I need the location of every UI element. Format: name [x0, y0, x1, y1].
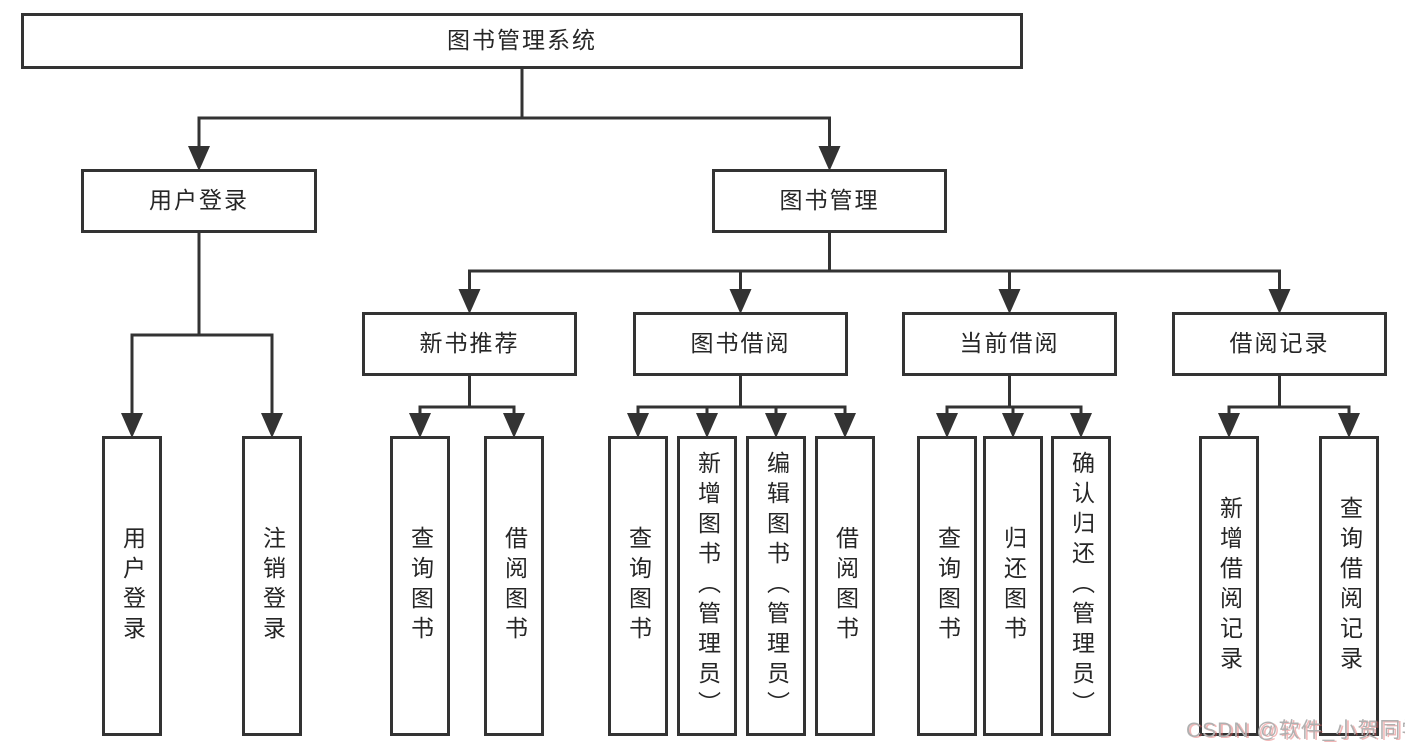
arrowhead-icon [936, 413, 958, 438]
node-label: 新书推荐 [419, 330, 520, 357]
diagram-node-bor-add: 新增图书（管理员） [677, 436, 737, 736]
node-label: 当前借阅 [959, 330, 1060, 357]
arrowhead-icon [1218, 413, 1240, 438]
arrowhead-icon [1002, 413, 1024, 438]
diagram-node-login-leaf: 用户登录 [102, 436, 162, 736]
node-label: 借阅记录 [1229, 330, 1330, 357]
node-label: 借阅图书 [501, 526, 528, 646]
node-label: 图书管理 [779, 187, 880, 214]
diagram-node-rec: 新书推荐 [362, 312, 577, 376]
node-label: 确认归还（管理员） [1068, 451, 1095, 721]
diagram-node-rec-query: 查询图书 [390, 436, 450, 736]
arrowhead-icon [998, 289, 1021, 314]
arrowhead-icon [1070, 413, 1092, 438]
diagram-node-rrec-add: 新增借阅记录 [1199, 436, 1259, 736]
arrowhead-icon [261, 413, 283, 438]
diagram-node-current: 当前借阅 [902, 312, 1117, 376]
diagram-node-bor-borrow: 借阅图书 [815, 436, 875, 736]
arrowhead-icon [458, 289, 481, 314]
arrowhead-icon [503, 413, 525, 438]
diagram-node-bor-edit: 编辑图书（管理员） [746, 436, 806, 736]
node-label: 用户登录 [119, 526, 146, 646]
diagram-node-root: 图书管理系统 [21, 13, 1023, 69]
arrowhead-icon [729, 289, 752, 314]
diagram-node-rec-borrow: 借阅图书 [484, 436, 544, 736]
arrowhead-icon [696, 413, 718, 438]
diagram-node-logout-leaf: 注销登录 [242, 436, 302, 736]
diagram-node-rrec-query: 查询借阅记录 [1319, 436, 1379, 736]
diagram-node-borrow: 图书借阅 [633, 312, 848, 376]
arrowhead-icon [834, 413, 856, 438]
diagram-node-cur-confirm: 确认归还（管理员） [1051, 436, 1111, 736]
arrowhead-icon [1268, 289, 1291, 314]
node-label: 查询图书 [934, 526, 961, 646]
node-label: 编辑图书（管理员） [763, 451, 790, 721]
arrowhead-icon [121, 413, 143, 438]
node-label: 图书管理系统 [447, 27, 597, 54]
diagram-node-login: 用户登录 [81, 169, 317, 233]
node-label: 查询图书 [625, 526, 652, 646]
watermark: CSDN @软件_小贺同学 [1186, 719, 1405, 742]
arrowhead-icon [818, 146, 841, 171]
arrowhead-icon [188, 146, 210, 171]
node-label: 查询借阅记录 [1336, 496, 1363, 676]
diagram-node-cur-query: 查询图书 [917, 436, 977, 736]
diagram-node-mgmt: 图书管理 [712, 169, 947, 233]
node-label: 查询图书 [407, 526, 434, 646]
node-label: 新增借阅记录 [1216, 496, 1243, 676]
diagram-node-cur-return: 归还图书 [983, 436, 1043, 736]
arrowhead-icon [409, 413, 431, 438]
arrowhead-icon [1338, 413, 1360, 438]
node-label: 归还图书 [1000, 526, 1027, 646]
arrowhead-icon [627, 413, 649, 438]
node-label: 借阅图书 [832, 526, 859, 646]
diagram-node-records: 借阅记录 [1172, 312, 1387, 376]
node-label: 用户登录 [149, 187, 249, 214]
node-label: 注销登录 [259, 526, 286, 646]
diagram-node-bor-query: 查询图书 [608, 436, 668, 736]
node-label: 新增图书（管理员） [694, 451, 721, 721]
node-label: 图书借阅 [690, 330, 791, 357]
arrowhead-icon [765, 413, 787, 438]
